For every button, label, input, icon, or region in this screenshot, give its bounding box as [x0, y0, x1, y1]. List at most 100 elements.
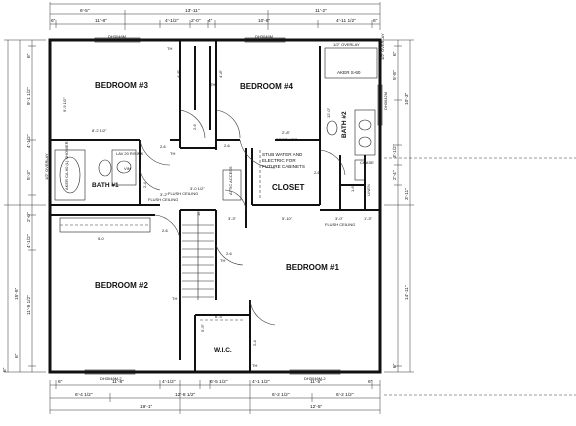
note-aker: AKER S-60 — [337, 70, 361, 75]
dim-inner-i3: 2-6 — [160, 144, 167, 149]
window-label-b1: DH3046M-2 — [304, 376, 326, 381]
tag-th-5: TH — [172, 296, 177, 301]
tag-th-6: TH — [252, 363, 257, 368]
dim-bottom-c2: 12'-8 1/2" — [175, 392, 196, 398]
dim-inner-i23: 2-6 — [162, 228, 169, 233]
dim-top-d7: 4'-11 1/2" — [336, 18, 356, 24]
dim-bottom-c4: 6'-2 1/2" — [336, 392, 354, 398]
tag-th-3: TH — [170, 151, 175, 156]
note-stub-water-2: ELECTRIC FOR — [262, 158, 296, 163]
dim-inner-i13: 5'-10" — [282, 216, 293, 221]
dim-top-d5: 4" — [208, 18, 213, 24]
door-swings — [139, 109, 346, 326]
dim-inner-i7: 2'-8" — [282, 130, 291, 135]
dim-bottom-b6: 11'-5" — [310, 379, 322, 385]
dim-top-overall-right: 11'-2" — [315, 8, 327, 14]
window-label-bath2: DH3042M — [383, 92, 388, 110]
dim-left-l6: 4'-1/2" — [26, 234, 32, 248]
room-label-bedroom4: BEDROOM #4 — [240, 82, 293, 91]
dim-top-d2: 11'-8" — [95, 18, 107, 24]
note-flush-ceiling-2: FLUSH CEILING — [168, 191, 198, 196]
dimension-lines — [4, 2, 576, 414]
note-stub-water-3: FUTURE CABINETS — [262, 164, 305, 169]
window-label-b2: DH3046M-2 — [100, 376, 122, 381]
dim-left-l5: 2'-0" — [26, 212, 32, 222]
dim-bottom-e1: 19'-1" — [140, 404, 153, 410]
room-label-wic: W.I.C. — [214, 347, 232, 354]
dim-inner-i12: 3'-0 1/2" — [190, 186, 205, 191]
note-vin: VIN — [124, 166, 131, 171]
room-label-bedroom3: BEDROOM #3 — [95, 81, 148, 90]
attic-access-hatch — [222, 169, 242, 201]
dim-inner-i15: 1'-3" — [364, 216, 373, 221]
dim-inner-i5: 4'-8" — [176, 69, 181, 78]
dim-top-d3: 4'-1/2" — [165, 18, 179, 24]
dim-inner-i17: 6'-3" — [215, 314, 224, 319]
dim-right-r5: 2'-4" — [392, 170, 398, 180]
note-stub-water-1: STUB WATER AND — [262, 152, 303, 157]
window-label-b3: DH3046M — [108, 34, 126, 39]
window-label-b4: DH3046M — [255, 34, 273, 39]
note-overlay-1: 1/2" OVERLAY — [333, 42, 360, 47]
dim-right-r1: 6" — [392, 51, 398, 56]
dim-bottom-c1: 6'-4 1/2" — [75, 392, 93, 398]
dim-right-r3: 10'-3" — [404, 92, 410, 105]
dim-left-l8: 15'-5" — [14, 287, 20, 300]
note-overlay-3: 1/2" OVERLAY — [44, 153, 49, 180]
dim-bottom-c3: 6'-2 1/2" — [272, 392, 290, 398]
dim-bottom-b7: 6" — [368, 379, 373, 385]
dim-inner-i14: 3'-0" — [335, 216, 344, 221]
dim-left-l9: 6" — [14, 353, 20, 358]
dim-top-overall-left: 6'-5" — [80, 8, 90, 14]
dim-left-l10: 6" — [2, 367, 8, 372]
room-label-chase: CHASE — [360, 160, 374, 165]
dim-bottom-b5: 4'-1 1/2" — [252, 379, 270, 385]
room-label-closet: CLOSET — [272, 183, 305, 192]
bath2-fixtures — [324, 47, 378, 181]
bath1-fixtures — [54, 149, 137, 201]
note-flush-ceiling-3: FLUSH CEILING — [325, 222, 355, 227]
dim-inner-i6: 4'-8" — [218, 69, 223, 78]
stair-treads — [182, 212, 214, 300]
dim-top-d1: 6" — [51, 18, 56, 24]
dim-bottom-b4: 6'-5 1/2" — [210, 379, 228, 385]
dim-inner-i11: 3'-2" — [160, 192, 169, 197]
dim-inner-i25: 16" — [196, 210, 201, 216]
tag-th-1: TH — [167, 46, 172, 51]
note-shower: AKER CA-60 (L) SHOWER — [64, 141, 69, 190]
dim-inner-i16: 5-0 — [98, 236, 105, 241]
dim-left-l4: 5'-3" — [26, 170, 32, 180]
dim-inner-i22: 1-6 — [350, 185, 355, 192]
dim-inner-i18: 5'-5" — [200, 323, 205, 332]
dim-inner-i8: 12'-0" — [326, 107, 331, 118]
windows — [84, 37, 383, 375]
dim-inner-i9: 2-6 — [192, 123, 197, 130]
dim-inner-i4: 2-4 — [142, 181, 147, 188]
note-drop-hdr: DROP HDR — [276, 137, 297, 142]
dim-left-l3: 4'-1/2" — [26, 134, 32, 148]
dim-right-r7: 14'-11" — [404, 285, 410, 300]
dim-inner-i24: 3'-3" — [228, 216, 237, 221]
room-label-linen: LINEN — [366, 184, 371, 196]
dim-bottom-e2: 12'-5" — [310, 404, 323, 410]
tag-th-2: TH — [210, 82, 215, 87]
room-label-bedroom2: BEDROOM #2 — [95, 281, 148, 290]
note-overlay-2: 1/2" OVERLAY — [380, 33, 385, 60]
dim-inner-i19: 2-4 — [252, 339, 257, 346]
dim-right-r8: 6" — [392, 363, 398, 368]
dim-inner-i2: 8'-2 1/2" — [92, 128, 107, 133]
dim-right-r4: 3'-1/2" — [392, 144, 398, 158]
dim-bottom-b1: 6" — [58, 379, 63, 385]
dim-bottom-b3: 4'-1/2" — [162, 379, 176, 385]
closet-shelves — [59, 150, 261, 321]
room-label-bedroom1: BEDROOM #1 — [286, 263, 339, 272]
dim-left-l7: 11'-9 1/2" — [26, 295, 32, 315]
dim-left-l2: 9'-1 1/2" — [26, 87, 32, 105]
dim-right-r2: 5'-8" — [392, 70, 398, 80]
dim-top-d4: 2'-0" — [191, 18, 201, 24]
dim-right-r6: 3'-11" — [404, 188, 410, 200]
dim-bottom-b2: 11'-8" — [112, 379, 124, 385]
dim-top-d8: 6" — [373, 18, 378, 24]
room-label-bath1: BATH #1 — [92, 182, 119, 189]
